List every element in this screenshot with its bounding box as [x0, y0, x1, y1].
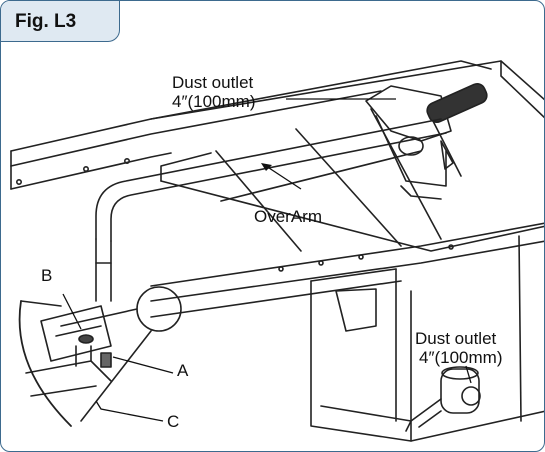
over-arm-label: OverArm: [254, 207, 322, 226]
dust-outlet-right-size: 4″(100mm): [419, 348, 502, 367]
overarm-arrowhead: [261, 163, 272, 171]
lower-dust-outlet: [405, 366, 481, 432]
over-arm-tube: [95, 118, 447, 302]
callout-c-label: C: [167, 412, 179, 431]
blade-guard: [365, 85, 462, 200]
cabinet: [310, 235, 544, 442]
front-rail: [150, 222, 544, 318]
leader-lines: [62, 98, 472, 422]
dust-outlet-top-label: Dust outlet: [172, 73, 254, 92]
callout-b-label: B: [41, 266, 52, 285]
figure-title-tab: Fig. L3: [1, 1, 120, 42]
detail-callout: [18, 286, 182, 427]
dust-outlet-top-size: 4″(100mm): [172, 92, 255, 111]
table-top: [150, 60, 544, 252]
callout-a-label: A: [177, 361, 189, 380]
guard-dust-outlet: [426, 83, 488, 123]
figure-title: Fig. L3: [15, 11, 77, 32]
dust-outlet-right-label: Dust outlet: [415, 329, 497, 348]
